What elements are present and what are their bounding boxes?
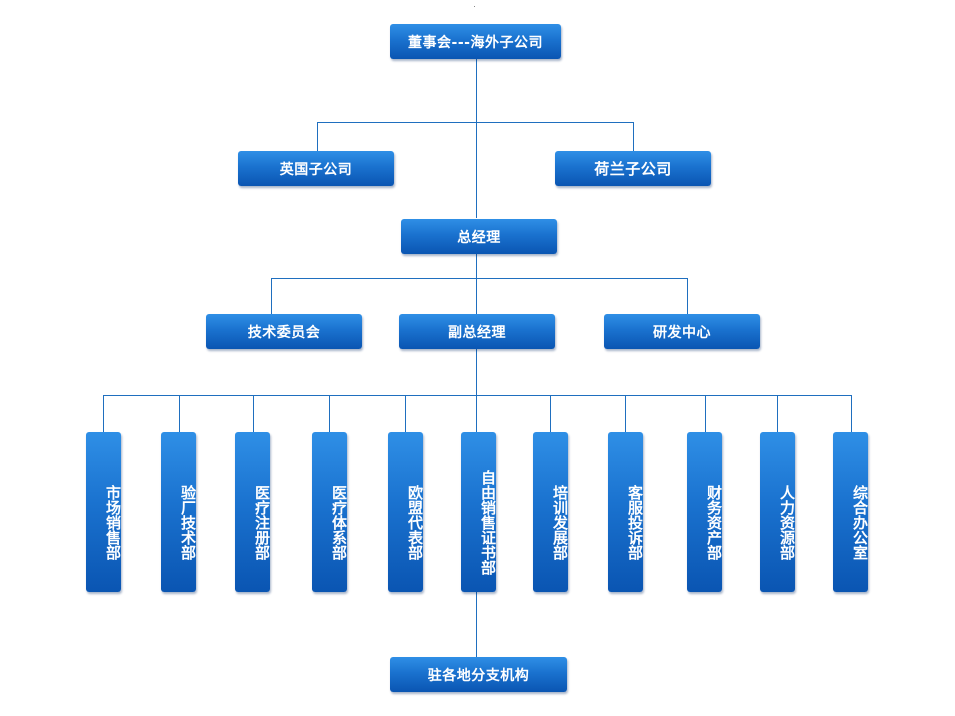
- connector-dept-11: [851, 395, 852, 433]
- connector-deputy-to-depts: [476, 348, 477, 433]
- uk-subsidiary-box: 英国子公司: [238, 151, 394, 186]
- connector-level3-bar: [271, 278, 688, 279]
- tech-committee-box: 技术委员会: [206, 314, 362, 349]
- department-general-office: 综合办公室: [833, 432, 869, 592]
- department-finance-assets: 财务资产部: [687, 432, 723, 592]
- stray-dot: [474, 6, 475, 7]
- department-customer-complaints: 客服投诉部: [608, 432, 644, 592]
- connector-dept-8: [625, 395, 626, 433]
- connector-dept-7: [550, 395, 551, 433]
- connector-dept-4: [329, 395, 330, 433]
- department-factory-audit-tech: 验厂技术部: [161, 432, 197, 592]
- general-manager-box: 总经理: [401, 219, 557, 254]
- department-human-resources: 人力资源部: [760, 432, 796, 592]
- connector-gm-to-level3: [476, 253, 477, 315]
- department-medical-system: 医疗体系部: [312, 432, 348, 592]
- connector-dept-3: [253, 395, 254, 433]
- connector-to-branches: [476, 591, 477, 658]
- connector-subsidiaries-bar: [317, 122, 634, 123]
- connector-nl: [633, 122, 634, 152]
- connector-dept-5: [405, 395, 406, 433]
- branches-box: 驻各地分支机构: [390, 657, 567, 692]
- deputy-gm-box: 副总经理: [399, 314, 555, 349]
- connector-board-to-split: [476, 58, 477, 218]
- nl-subsidiary-box: 荷兰子公司: [555, 151, 711, 186]
- rd-center-box: 研发中心: [604, 314, 760, 349]
- connector-rd-center: [687, 278, 688, 315]
- board-box: 董事会---海外子公司: [390, 24, 561, 59]
- connector-dept-2: [179, 395, 180, 433]
- department-medical-registration: 医疗注册部: [235, 432, 271, 592]
- connector-departments-bar: [103, 395, 852, 396]
- connector-dept-1: [103, 395, 104, 433]
- connector-dept-9: [705, 395, 706, 433]
- department-training-development: 培训发展部: [533, 432, 569, 592]
- department-eu-representative: 欧盟代表部: [388, 432, 424, 592]
- connector-tech-committee: [271, 278, 272, 315]
- connector-uk: [317, 122, 318, 152]
- department-free-sale-certificate: 自由销售证书部: [461, 432, 497, 592]
- department-marketing-sales: 市场销售部: [86, 432, 122, 592]
- connector-dept-10: [777, 395, 778, 433]
